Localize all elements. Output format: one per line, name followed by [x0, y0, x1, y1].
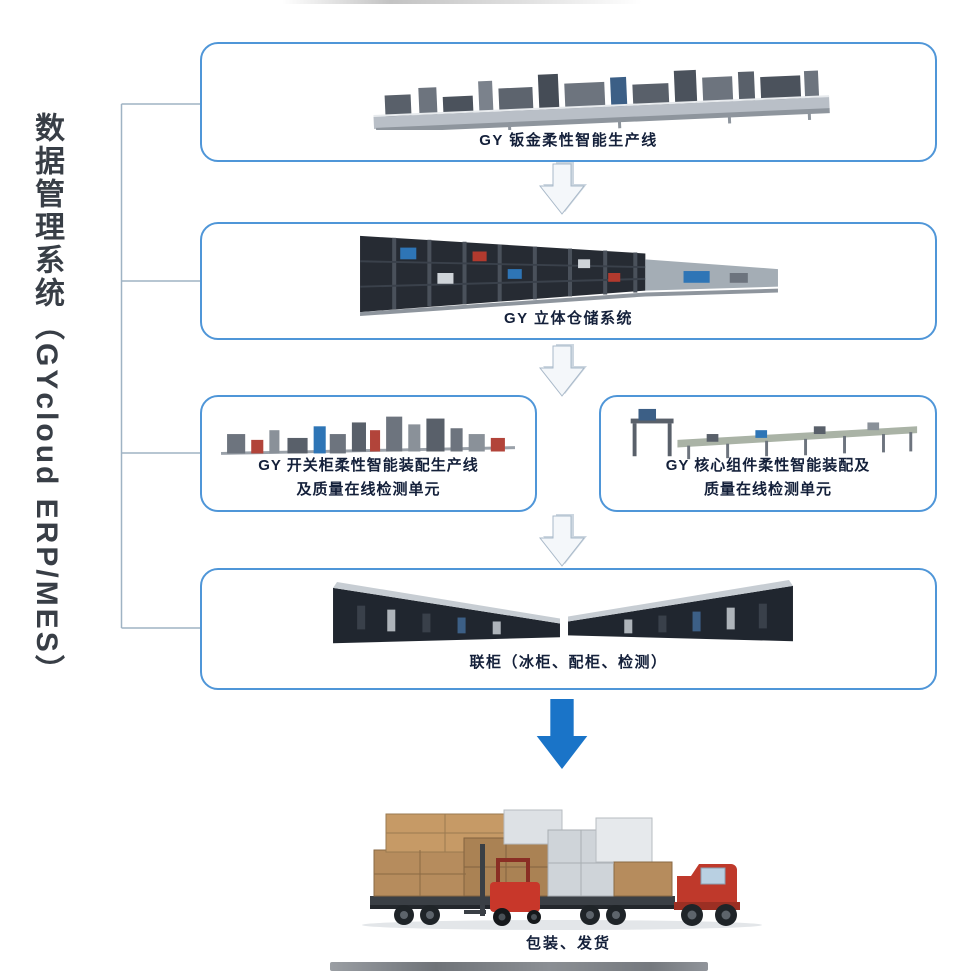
- down-arrow-icon: [538, 344, 587, 397]
- flow-arrow-2: [532, 344, 592, 400]
- scan-artifact-top: [282, 0, 642, 4]
- station-label-core-line1: GY 核心组件柔性智能装配及: [665, 457, 871, 474]
- flow-arrow-3: [532, 514, 592, 570]
- station-label-switchgear-line2: 及质量在线检测单元: [296, 481, 441, 498]
- switchgear-assembly-illustration: [220, 416, 516, 455]
- data-management-system-label: 数据管理系统（GYcloud ERP/MES）: [30, 112, 63, 688]
- packing-shipping-label: 包装、发货: [525, 935, 611, 952]
- scan-artifact-bottom: [330, 962, 708, 971]
- down-arrow-icon: [538, 162, 587, 215]
- flow-arrow-shipping: [526, 698, 598, 772]
- station-label-core-component: GY 核心组件柔性智能装配及 质量在线检测单元: [609, 454, 927, 502]
- station-warehouse-system: GY 立体仓储系统: [200, 222, 937, 340]
- warehouse-illustration: [360, 235, 778, 316]
- down-arrow-icon: [538, 514, 587, 567]
- station-label-sheet-metal: GY 钣金柔性智能生产线: [479, 132, 658, 149]
- blue-down-arrow-icon: [536, 699, 588, 770]
- station-label-warehouse: GY 立体仓储系统: [503, 310, 634, 327]
- station-label-core-line2: 质量在线检测单元: [703, 481, 832, 498]
- station-sheet-metal-production-line: GY 钣金柔性智能生产线: [200, 42, 937, 162]
- flow-arrow-1: [532, 162, 592, 218]
- station-label-switchgear: GY 开关柜柔性智能装配生产线 及质量在线检测单元: [210, 454, 527, 502]
- station-label-cabinets: 联柜（冰柜、配柜、检测）: [469, 654, 668, 671]
- core-component-line-illustration: [630, 408, 918, 460]
- packing-shipping-photo: [352, 784, 772, 934]
- station-label-switchgear-line1: GY 开关柜柔性智能装配生产线: [258, 457, 479, 474]
- truck-forklift-illustration: [362, 809, 762, 930]
- sheet-metal-line-illustration: [373, 69, 830, 130]
- erp-connector-lines: [120, 103, 202, 629]
- station-core-component-assembly: GY 核心组件柔性智能装配及 质量在线检测单元: [599, 395, 937, 512]
- station-combined-cabinets: 联柜（冰柜、配柜、检测）: [200, 568, 937, 690]
- cabinet-rows-illustration: [333, 579, 793, 644]
- station-switchgear-assembly: GY 开关柜柔性智能装配生产线 及质量在线检测单元: [200, 395, 537, 512]
